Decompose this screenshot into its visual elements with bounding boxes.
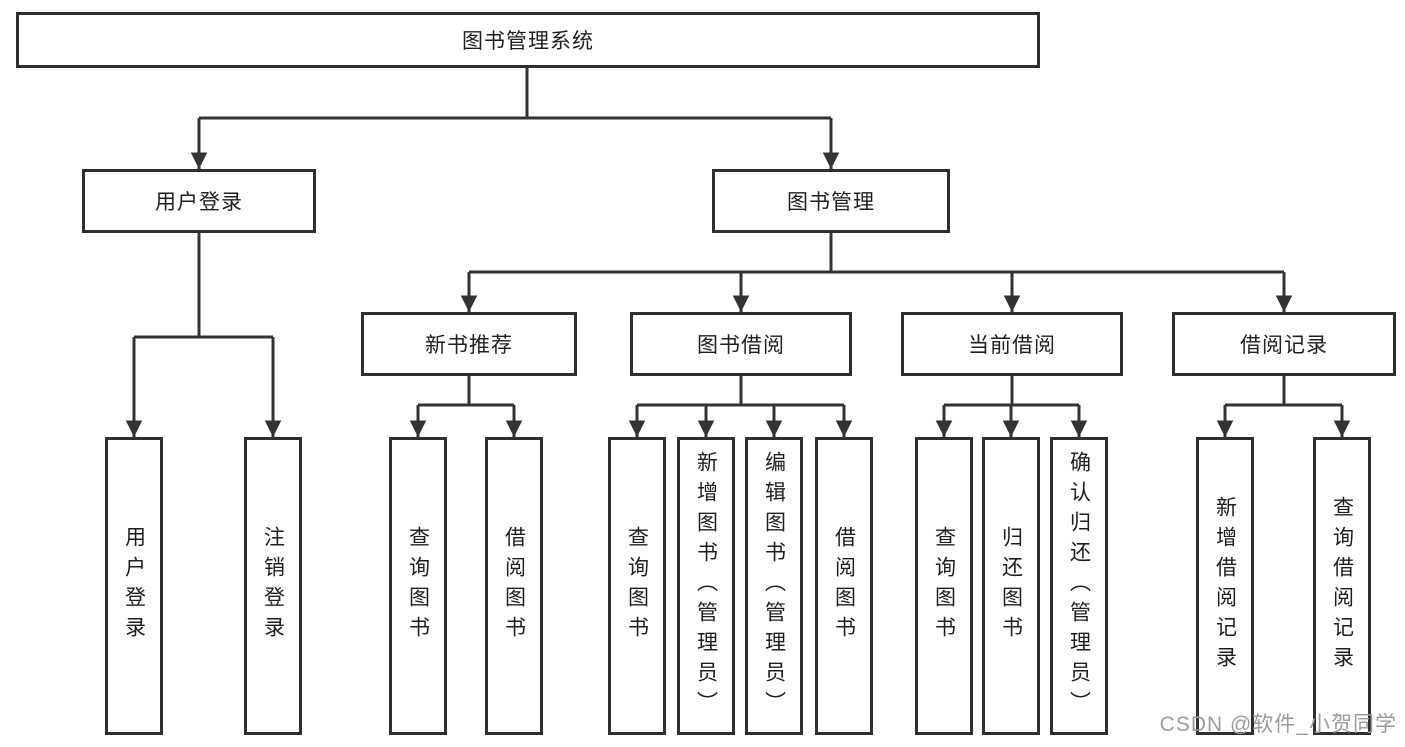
leaf-query-borrow-record-label: 查询借阅记录 xyxy=(1330,496,1354,676)
leaf-add-books-admin: 新增图书（管理员） xyxy=(677,437,735,735)
node-book-management-label: 图书管理 xyxy=(787,191,875,214)
leaf-logout-label: 注销登录 xyxy=(261,526,285,646)
leaf-query-books-recommendation: 查询图书 xyxy=(389,437,447,735)
leaf-add-borrow-record: 新增借阅记录 xyxy=(1196,437,1254,735)
leaf-confirm-return-admin-label: 确认归还（管理员） xyxy=(1067,451,1091,721)
leaf-query-books-recommendation-label: 查询图书 xyxy=(406,526,430,646)
node-book-borrowing: 图书借阅 xyxy=(630,312,852,376)
leaf-edit-books-admin-label: 编辑图书（管理员） xyxy=(762,451,786,721)
leaf-user-login: 用户登录 xyxy=(105,437,163,735)
node-user-login: 用户登录 xyxy=(82,169,316,233)
node-root-system: 图书管理系统 xyxy=(16,12,1040,68)
node-book-management: 图书管理 xyxy=(712,169,950,233)
leaf-borrow-books-label: 借阅图书 xyxy=(832,526,856,646)
leaf-query-borrow-record: 查询借阅记录 xyxy=(1313,437,1371,735)
leaf-query-books-current-label: 查询图书 xyxy=(932,526,956,646)
leaf-borrow-books-recommendation: 借阅图书 xyxy=(485,437,543,735)
leaf-query-books-current: 查询图书 xyxy=(915,437,973,735)
node-borrowing-records-label: 借阅记录 xyxy=(1240,334,1328,357)
node-root-label: 图书管理系统 xyxy=(462,30,594,53)
leaf-logout: 注销登录 xyxy=(244,437,302,735)
leaf-query-books-label: 查询图书 xyxy=(625,526,649,646)
leaf-edit-books-admin: 编辑图书（管理员） xyxy=(745,437,803,735)
node-current-borrowing-label: 当前借阅 xyxy=(968,334,1056,357)
leaf-borrow-books-recommendation-label: 借阅图书 xyxy=(502,526,526,646)
leaf-confirm-return-admin: 确认归还（管理员） xyxy=(1050,437,1108,735)
leaf-borrow-books: 借阅图书 xyxy=(815,437,873,735)
csdn-watermark: CSDN @软件_小贺同学 xyxy=(1159,713,1397,736)
node-new-book-recommendation-label: 新书推荐 xyxy=(425,334,513,357)
node-new-book-recommendation: 新书推荐 xyxy=(361,312,577,376)
leaf-add-books-admin-label: 新增图书（管理员） xyxy=(694,451,718,721)
leaf-user-login-label: 用户登录 xyxy=(122,526,146,646)
node-borrowing-records: 借阅记录 xyxy=(1172,312,1396,376)
leaf-add-borrow-record-label: 新增借阅记录 xyxy=(1213,496,1237,676)
leaf-return-books: 归还图书 xyxy=(982,437,1040,735)
node-book-borrowing-label: 图书借阅 xyxy=(697,334,785,357)
leaf-query-books: 查询图书 xyxy=(608,437,666,735)
node-current-borrowing: 当前借阅 xyxy=(901,312,1123,376)
leaf-return-books-label: 归还图书 xyxy=(999,526,1023,646)
node-user-login-label: 用户登录 xyxy=(155,191,243,214)
